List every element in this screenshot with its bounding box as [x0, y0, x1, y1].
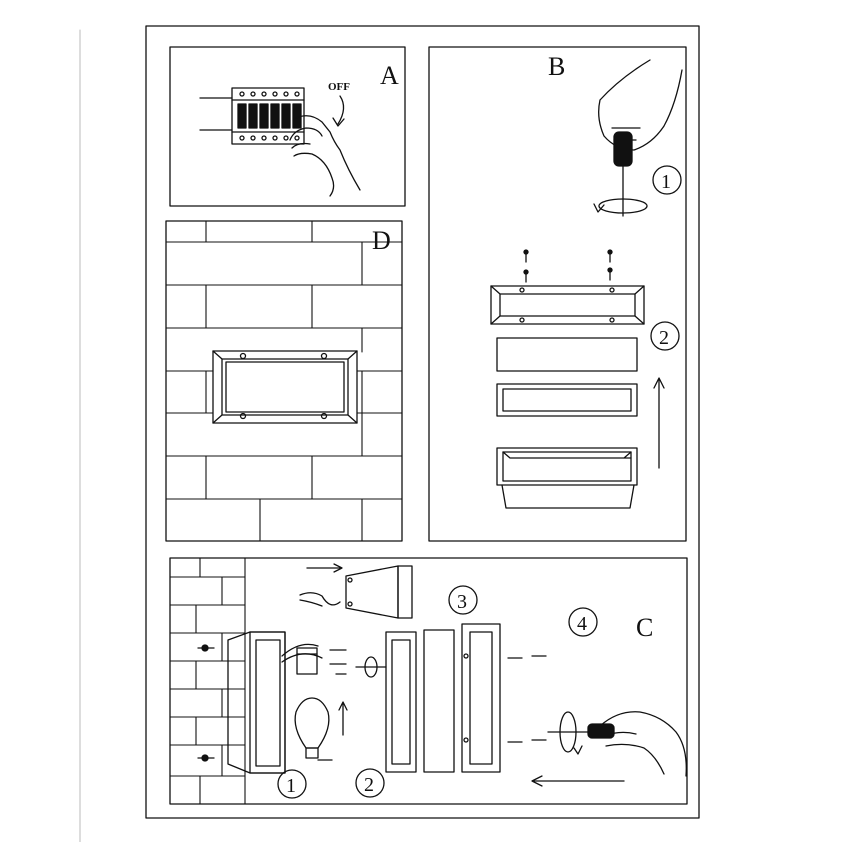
- left-arrow-head: [531, 775, 543, 787]
- brick-wall: [165, 220, 403, 542]
- front-frame-side: [461, 623, 501, 773]
- front-frame: [490, 285, 645, 325]
- bulb-arrow-head: [338, 701, 348, 711]
- front-screws: [507, 655, 547, 743]
- hand-a: [289, 115, 361, 197]
- housing-side: [227, 631, 286, 774]
- diffuser-side: [423, 629, 455, 773]
- panel-c-step-1-circle: [277, 769, 307, 799]
- panel-d-letter: D: [372, 226, 391, 255]
- panel-c-frame: [169, 557, 688, 805]
- panel-b-letter: B: [548, 52, 565, 81]
- rotation-arrow-c-head: [573, 745, 583, 755]
- panel-c-step-1-label: 1: [286, 775, 296, 797]
- panel-c-step-4-label: 4: [577, 613, 587, 635]
- screws-top: [523, 249, 613, 283]
- panel-a-frame: [169, 46, 406, 207]
- panel-b-frame: [428, 46, 687, 542]
- up-arrow-head: [653, 377, 665, 389]
- wall-anchors: [197, 647, 215, 759]
- panel-c: C: [169, 557, 688, 805]
- rotation-arrow-head: [593, 203, 605, 213]
- panel-c-step-2-label: 2: [364, 774, 374, 796]
- light-bulb: [294, 697, 330, 759]
- panel-b-step-2-label: 2: [659, 327, 669, 349]
- outer-frame: [145, 25, 700, 819]
- panel-c-step-3-circle: [448, 585, 478, 615]
- screwdriver-c-handle: [587, 723, 615, 739]
- small-screws: [329, 649, 347, 675]
- panel-c-step-2-circle: [355, 768, 385, 798]
- plug-arrow-head: [333, 563, 343, 573]
- rotation-arrow: [598, 198, 648, 214]
- hand-b: [598, 59, 683, 151]
- anchor-bottom: [201, 754, 209, 762]
- anchor-top: [201, 644, 209, 652]
- panel-a-letter: A: [380, 61, 399, 90]
- cable-conduit: [199, 97, 233, 131]
- off-arrow: [337, 95, 345, 125]
- panel-b-step-1-circle: [652, 165, 682, 195]
- panel-c-letter: C: [636, 613, 653, 642]
- panel-a: A OFF: [169, 46, 406, 207]
- wall-section: [169, 557, 246, 805]
- panel-b-step-2-circle: [650, 321, 680, 351]
- off-arrow-head: [332, 117, 345, 127]
- panel-c-step-4-circle: [568, 607, 598, 637]
- wires: [281, 643, 323, 663]
- panel-d-frame: [165, 220, 403, 542]
- cable-ends: [299, 592, 341, 607]
- mounted-fixture: [212, 350, 358, 424]
- rotation-arrow-c: [559, 711, 577, 753]
- cable-gland: [345, 565, 413, 619]
- hand-c: [599, 711, 687, 777]
- panel-d: D: [165, 220, 403, 542]
- lamp-holder: [296, 647, 318, 675]
- breaker-box: [231, 87, 305, 145]
- panel-b: B 1: [428, 46, 687, 542]
- housing-body: [496, 447, 638, 509]
- panel-b-step-1-label: 1: [661, 171, 671, 193]
- off-label: OFF: [328, 81, 350, 93]
- panel-c-step-3-label: 3: [457, 591, 467, 613]
- gasket: [496, 383, 638, 417]
- glass-diffuser: [496, 337, 638, 372]
- gasket-side: [385, 631, 417, 773]
- screwdriver-handle: [613, 131, 633, 167]
